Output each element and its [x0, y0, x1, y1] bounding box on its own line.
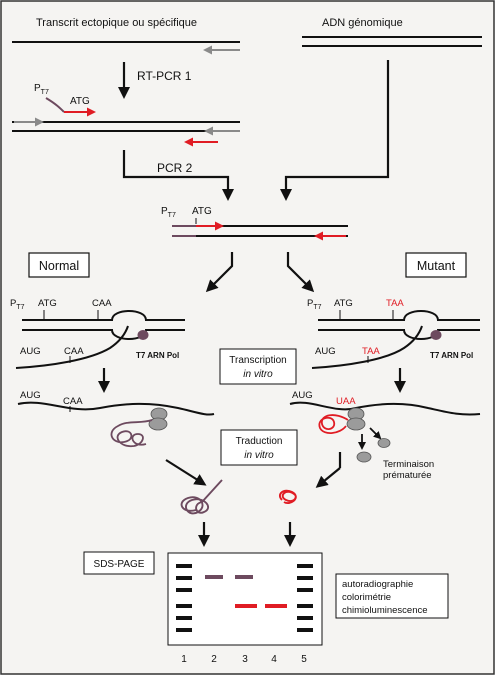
arrow-to-protein-mutant: [315, 467, 341, 488]
uaa-label-mutant: UAA: [336, 396, 356, 407]
lane-number-4: 4: [271, 654, 277, 665]
aug-label-mutant-2: AUG: [292, 390, 313, 401]
atg-label-mutant: ATG: [334, 298, 353, 309]
split-arrow-mutant: [286, 252, 315, 293]
truncated-protein: [278, 489, 297, 504]
ribosome-small-normal: [148, 417, 168, 431]
pt7-label-normal: PT7: [10, 298, 25, 311]
pcr2-arrow-right: [280, 60, 390, 201]
mutant-dna-bottom: [318, 329, 480, 340]
lane-number-5: 5: [301, 654, 307, 665]
gel-band-lane5-a: [297, 564, 313, 568]
gel-band-lane1-d: [176, 604, 192, 608]
transcript-label: Transcrit ectopique ou spécifique: [36, 17, 197, 29]
transcription-box: [219, 348, 297, 385]
detection-chemiluminescence: chimioluminescence: [342, 605, 428, 616]
gel-band-lane2-normal: [205, 575, 223, 579]
gel-band-lane5-e: [297, 616, 313, 620]
gel-band-lane1-a: [176, 564, 192, 568]
normal-dna-top: [22, 310, 185, 321]
gel-band-lane4-mutant: [265, 604, 287, 608]
lane-number-2: 2: [211, 654, 217, 665]
ribosome-small-mutant: [346, 417, 366, 431]
aug-label-mutant: AUG: [315, 346, 336, 357]
detection-box: [335, 573, 449, 619]
lane-number-1: 1: [181, 654, 187, 665]
normal-box: [28, 252, 90, 278]
pt7-label-1: PT7: [34, 83, 49, 96]
t7-promoter-tail-1: [45, 97, 65, 113]
pt7-label-2: PT7: [161, 206, 176, 219]
nascent-peptide-mutant: [318, 414, 349, 434]
pcr2-arrow-left: [122, 150, 234, 201]
pt7-label-mutant: PT7: [307, 298, 322, 311]
translation-in-vitro: in vitro: [244, 450, 274, 461]
mutant-label: Mutant: [417, 259, 456, 273]
detection-colorimetry: colorimétrie: [342, 592, 391, 603]
aug-label-normal: AUG: [20, 346, 41, 357]
genomic-dna-label: ADN génomique: [322, 17, 403, 29]
gel-band-lane1-f: [176, 628, 192, 632]
translation-box: [220, 429, 298, 466]
transcription-label: Transcription: [229, 355, 286, 366]
gel-band-lane3-normal: [235, 575, 253, 579]
taa-label-mutant-dna: TAA: [386, 298, 404, 309]
gel-band-lane3-mutant: [235, 604, 257, 608]
released-subunit-large: [377, 438, 391, 448]
detection-autoradiography: autoradiographie: [342, 579, 413, 590]
atg-label-normal: ATG: [38, 298, 57, 309]
mutant-mrna: [289, 401, 481, 416]
atg-label-1: ATG: [70, 96, 90, 107]
gel-band-lane1-e: [176, 616, 192, 620]
full-length-protein: [180, 479, 223, 515]
caa-label-normal-rna: CAA: [64, 346, 84, 357]
rtpcr-label: RT-PCR 1: [137, 69, 192, 83]
sds-page-label: SDS-PAGE: [94, 559, 145, 570]
gel-band-lane1-c: [176, 588, 192, 592]
termination-line1: Terminaison: [383, 459, 434, 470]
arrow-to-protein-normal: [165, 459, 207, 486]
release-arrow-1: [369, 427, 382, 440]
normal-mrna-nascent: [15, 325, 129, 369]
gel-band-lane5-b: [297, 576, 313, 580]
mutant-dna-top: [318, 310, 480, 321]
lane-number-3: 3: [242, 654, 248, 665]
normal-mrna: [17, 401, 215, 416]
mutant-mrna-nascent: [311, 325, 423, 369]
transcription-in-vitro: in vitro: [243, 369, 273, 380]
sds-page-box: [83, 551, 155, 575]
released-subunit-small: [356, 451, 372, 463]
sds-gel: [167, 552, 323, 646]
normal-label: Normal: [39, 259, 79, 273]
termination-line2: prématurée: [383, 470, 432, 481]
taa-label-mutant-rna: TAA: [362, 346, 380, 357]
caa-label-normal-dna: CAA: [92, 298, 112, 309]
gel-band-lane5-d: [297, 604, 313, 608]
mutant-box: [405, 252, 467, 278]
split-arrow-normal: [205, 252, 234, 293]
aug-label-normal-2: AUG: [20, 390, 41, 401]
normal-dna-bottom: [22, 329, 185, 340]
gel-band-lane1-b: [176, 576, 192, 580]
gel-band-lane5-f: [297, 628, 313, 632]
nascent-peptide-normal: [110, 419, 153, 448]
caa-label-normal-2: CAA: [63, 396, 83, 407]
t7-polymerase-mutant: [430, 330, 442, 340]
atg-label-2: ATG: [192, 206, 212, 217]
translation-label: Traduction: [236, 436, 283, 447]
gel-band-lane5-c: [297, 588, 313, 592]
t7-pol-label-normal: T7 ARN Pol: [136, 351, 179, 360]
pcr2-label: PCR 2: [157, 161, 193, 175]
t7-pol-label-mutant: T7 ARN Pol: [430, 351, 473, 360]
t7-polymerase-normal: [137, 330, 149, 340]
